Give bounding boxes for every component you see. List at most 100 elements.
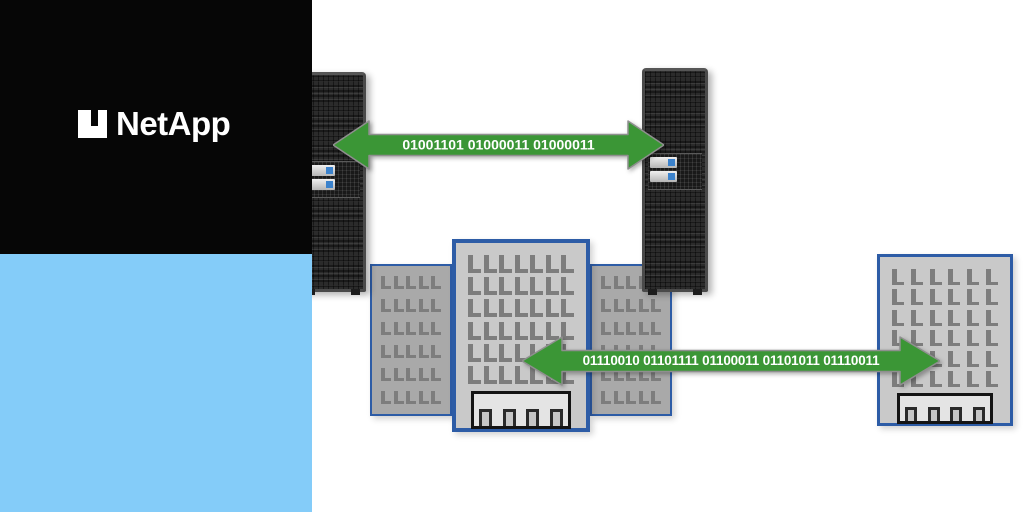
binary-label-servers: 01001101 01000011 01000011 [402, 136, 595, 153]
building-window [418, 276, 429, 289]
entrance-door [927, 407, 940, 421]
building-window [431, 299, 441, 312]
building-window [483, 321, 497, 340]
building-window [651, 368, 661, 381]
building-window [499, 343, 512, 362]
building-window [468, 299, 481, 318]
building-entrance [897, 393, 993, 424]
building-window [948, 370, 961, 387]
entrance-door [502, 409, 516, 426]
drive-bay [306, 161, 360, 198]
building-window [530, 255, 543, 273]
building-window [406, 276, 416, 289]
drive-unit [308, 165, 335, 176]
netapp-logo: NetApp [78, 105, 231, 142]
building-window [651, 322, 661, 335]
building-window [910, 330, 923, 347]
building-window [613, 391, 624, 404]
netapp-logo-text: NetApp [116, 105, 231, 142]
building-windows [468, 255, 574, 384]
double-arrow-icon [522, 336, 940, 386]
drive-unit [308, 179, 335, 190]
entrance-door [905, 407, 918, 421]
building-window [406, 322, 416, 335]
building-window [381, 276, 391, 289]
building-window [910, 289, 923, 306]
building-window [406, 299, 416, 312]
building-site-a-left [370, 264, 452, 416]
netapp-logo-icon [78, 110, 107, 138]
building-window [910, 309, 923, 326]
building-window [545, 321, 559, 340]
building-window [967, 309, 980, 326]
building-window [418, 322, 429, 335]
building-window [499, 321, 512, 340]
building-window [381, 391, 391, 404]
building-window [530, 277, 543, 296]
building-window [468, 277, 481, 296]
building-window [393, 368, 404, 381]
building-entrance [471, 391, 571, 429]
building-window [418, 391, 429, 404]
building-window [545, 255, 559, 273]
building-window [638, 368, 649, 381]
building-window [499, 365, 512, 384]
building-window [967, 269, 980, 285]
building-window [626, 322, 636, 335]
building-window [985, 350, 998, 367]
building-window [626, 299, 636, 312]
logo-notch [91, 110, 98, 126]
building-window [910, 269, 923, 285]
building-window [468, 343, 481, 362]
entrance-door [549, 409, 563, 426]
building-window [393, 299, 404, 312]
building-window [561, 255, 574, 273]
drive-led [326, 181, 333, 188]
building-window [393, 276, 404, 289]
building-window [613, 276, 624, 289]
building-window [514, 343, 528, 362]
building-window [406, 368, 416, 381]
building-window [613, 299, 624, 312]
building-window [406, 345, 416, 358]
building-window [530, 321, 543, 340]
building-window [929, 309, 942, 326]
building-window [393, 391, 404, 404]
building-window [985, 289, 998, 306]
building-window [499, 277, 512, 296]
building-window [431, 322, 441, 335]
building-window [626, 276, 636, 289]
drive-led [668, 159, 675, 166]
building-window [468, 255, 481, 273]
building-window [892, 289, 904, 306]
binary-arrow-sites: 01110010 01101111 01100011 01101011 0111… [522, 334, 940, 388]
building-window [948, 330, 961, 347]
building-window [431, 368, 441, 381]
building-window [468, 365, 481, 384]
drive-led [668, 173, 675, 180]
building-window [545, 277, 559, 296]
building-window [892, 330, 904, 347]
building-window [514, 321, 528, 340]
binary-arrow-servers: 01001101 01000011 01000011 [333, 118, 664, 172]
drive-led [326, 167, 333, 174]
building-window [431, 345, 441, 358]
server-foot [693, 289, 702, 295]
building-window [381, 322, 391, 335]
building-window [601, 276, 611, 289]
building-window [967, 289, 980, 306]
building-window [967, 370, 980, 387]
server-foot [351, 289, 360, 295]
building-window [514, 255, 528, 273]
building-window [530, 299, 543, 318]
building-window [651, 391, 661, 404]
building-window [626, 368, 636, 381]
building-window [967, 350, 980, 367]
building-window [483, 277, 497, 296]
entrance-door [972, 407, 985, 421]
building-window [638, 391, 649, 404]
building-window [985, 330, 998, 347]
building-window [514, 365, 528, 384]
building-windows [381, 276, 441, 404]
building-site-a-main [452, 239, 590, 432]
